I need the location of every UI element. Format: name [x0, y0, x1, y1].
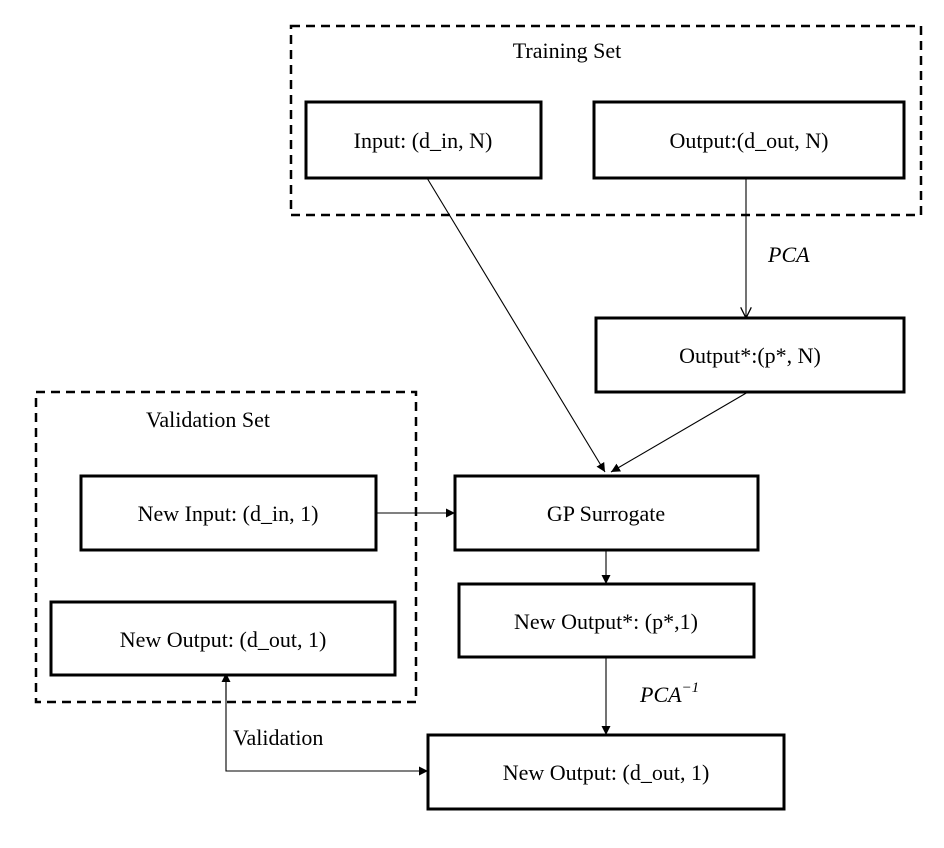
validation-set-title: Validation Set: [146, 407, 270, 432]
output-label: Output:(d_out, N): [670, 128, 829, 153]
edge-validation-link: [225, 675, 428, 772]
input-label: Input: (d_in, N): [354, 128, 493, 153]
new-output-final-box: [426, 733, 786, 811]
new-input-label: New Input: (d_in, 1): [138, 501, 319, 526]
output-star-box: [594, 316, 906, 394]
pca-inverse-exponent: −1: [682, 680, 700, 696]
training-set-group: [289, 24, 923, 217]
pca-inverse-label: PCA−1: [639, 680, 699, 707]
new-output-star-label: New Output*: (p*,1): [514, 609, 698, 634]
new-output-final-label: New Output: (d_out, 1): [503, 760, 710, 785]
gp-surrogate-label: GP Surrogate: [547, 501, 665, 526]
new-input-box: [79, 474, 378, 552]
new-output-validation-box: [49, 600, 397, 677]
new-output-star-box: [457, 582, 756, 659]
pca-label: PCA: [767, 242, 810, 267]
gp-surrogate-box: [453, 474, 760, 552]
pca-inverse-base: PCA: [639, 682, 682, 707]
new-output-validation-label: New Output: (d_out, 1): [120, 627, 327, 652]
input-box: [304, 100, 543, 180]
training-set-title: Training Set: [513, 38, 622, 63]
output-star-label: Output*:(p*, N): [679, 343, 821, 368]
output-box: [592, 100, 906, 180]
edge-output-star-to-gp: [610, 391, 749, 473]
validation-label: Validation: [233, 725, 323, 750]
edge-input-to-gp: [426, 177, 606, 473]
